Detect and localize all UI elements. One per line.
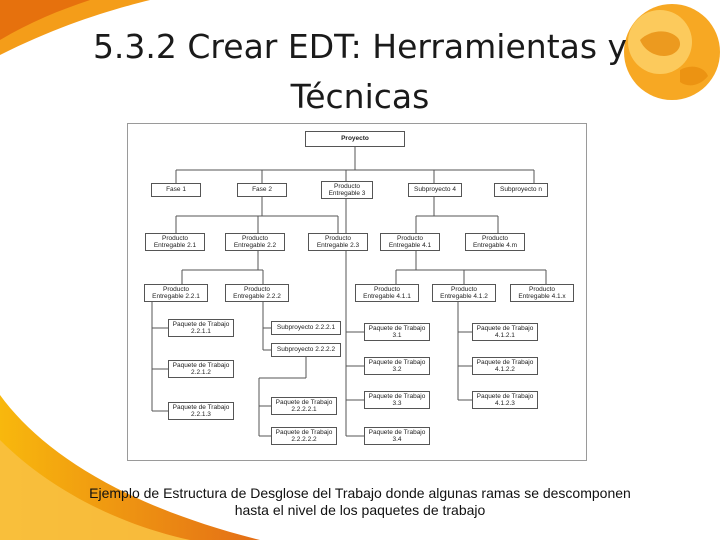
bottom-swoosh-inner (0, 440, 190, 540)
wbs-node-fase-2: Fase 2 (237, 183, 287, 197)
slide-title-line2: Técnicas (290, 77, 430, 116)
wbs-node-label: Entregable 4.1.x (518, 293, 566, 300)
globe-icon (624, 4, 720, 100)
wbs-node-label: Producto (481, 234, 509, 242)
wbs-node-label: Entregable 2.3 (316, 242, 360, 249)
wbs-connectors (151, 147, 547, 437)
wbs-node-producto-entregable-2-3: Producto Entregable 2.3 (308, 233, 368, 251)
wbs-node-label: Subproyecto 2.2.2.1 (276, 324, 336, 332)
wbs-node-paquete-4-1-2-3: Paquete de Trabajo 4.1.2.3 (472, 391, 538, 409)
wbs-node-label: 3.3 (392, 400, 402, 407)
wbs-node-label: Producto (396, 234, 424, 242)
wbs-node-label: 3.1 (392, 332, 402, 339)
wbs-node-producto-entregable-2-2: Producto Entregable 2.2 (225, 233, 285, 251)
wbs-node-label: Producto (243, 285, 271, 293)
wbs-node-label: Paquete de Trabajo (275, 398, 333, 406)
wbs-node-label: Paquete de Trabajo (476, 392, 534, 400)
wbs-node-label: Producto (333, 182, 361, 190)
wbs-node-label: Paquete de Trabajo (172, 361, 230, 369)
wbs-node-paquete-4-1-2-2: Paquete de Trabajo 4.1.2.2 (472, 357, 538, 375)
wbs-node-paquete-3-4: Paquete de Trabajo 3.4 (364, 427, 430, 445)
wbs-node-producto-entregable-2-2-1: Producto Entregable 2.2.1 (144, 284, 208, 302)
wbs-node-producto-entregable-2-2-2: Producto Entregable 2.2.2 (225, 284, 289, 302)
wbs-node-label: Producto (324, 234, 352, 242)
wbs-node-label: Entregable 2.2 (233, 242, 277, 249)
wbs-node-label: Entregable 4.1.1 (363, 293, 411, 300)
wbs-node-producto-entregable-3: Producto Entregable 3 (321, 181, 373, 199)
caption-line1: Ejemplo de Estructura de Desglose del Tr… (89, 485, 631, 501)
wbs-node-subproyecto-n: Subproyecto n (494, 183, 548, 197)
wbs-node-producto-entregable-4-1-1: Producto Entregable 4.1.1 (355, 284, 419, 302)
wbs-node-label: Subproyecto 2.2.2.2 (276, 346, 336, 354)
wbs-node-label: 4.1.2.1 (495, 332, 515, 339)
wbs-node-paquete-2-2-1-3: Paquete de Trabajo 2.2.1.3 (168, 402, 234, 420)
wbs-node-subproyecto-2-2-2-1: Subproyecto 2.2.2.1 (271, 321, 341, 335)
wbs-node-producto-entregable-4-1-x: Producto Entregable 4.1.x (510, 284, 574, 302)
wbs-node-label: Producto (528, 285, 556, 293)
wbs-node-label: 2.2.1.3 (191, 411, 211, 418)
wbs-node-label: 2.2.2.2.2 (291, 436, 317, 443)
wbs-node-paquete-2-2-2-2-1: Paquete de Trabajo 2.2.2.2.1 (271, 397, 337, 415)
caption-line2: hasta el nivel de los paquetes de trabaj… (234, 502, 486, 518)
wbs-node-subproyecto-2-2-2-2: Subproyecto 2.2.2.2 (271, 343, 341, 357)
wbs-node-label: Paquete de Trabajo (172, 320, 230, 328)
wbs-diagram: Proyecto Fase 1 Fase 2 Producto Entregab… (127, 123, 587, 461)
wbs-node-label: Producto (161, 234, 189, 242)
wbs-node-producto-entregable-2-1: Producto Entregable 2.1 (145, 233, 205, 251)
wbs-node-label: Paquete de Trabajo (476, 358, 534, 366)
wbs-node-proyecto: Proyecto (305, 131, 405, 147)
wbs-node-paquete-3-3: Paquete de Trabajo 3.3 (364, 391, 430, 409)
wbs-node-label: Paquete de Trabajo (476, 324, 534, 332)
wbs-node-producto-entregable-4-1: Producto Entregable 4.1 (380, 233, 440, 251)
wbs-node-label: Entregable 4.1 (388, 242, 432, 249)
wbs-node-label: Paquete de Trabajo (172, 403, 230, 411)
wbs-node-label: 4.1.2.2 (495, 366, 515, 373)
wbs-node-fase-1: Fase 1 (151, 183, 201, 197)
wbs-node-label: Producto (373, 285, 401, 293)
wbs-node-paquete-3-2: Paquete de Trabajo 3.2 (364, 357, 430, 375)
wbs-node-label: 3.2 (392, 366, 402, 373)
wbs-node-label: Producto (450, 285, 478, 293)
wbs-node-label: Subproyecto n (500, 186, 542, 194)
wbs-node-paquete-3-1: Paquete de Trabajo 3.1 (364, 323, 430, 341)
wbs-node-label: 4.1.2.3 (495, 400, 515, 407)
wbs-node-paquete-4-1-2-1: Paquete de Trabajo 4.1.2.1 (472, 323, 538, 341)
wbs-node-label: Entregable 2.2.2 (233, 293, 281, 300)
wbs-node-label: Producto (162, 285, 190, 293)
slide-title-line1: 5.3.2 Crear EDT: Herramientas y (92, 27, 628, 66)
top-swoosh-inner (0, 0, 90, 40)
wbs-node-label: Fase 1 (166, 186, 186, 194)
wbs-node-label: Paquete de Trabajo (275, 428, 333, 436)
wbs-node-label: Subproyecto 4 (414, 186, 456, 194)
wbs-node-label: Entregable 3 (328, 190, 366, 197)
wbs-node-producto-entregable-4-1-2: Producto Entregable 4.1.2 (432, 284, 496, 302)
diagram-caption: Ejemplo de Estructura de Desglose del Tr… (10, 485, 710, 519)
slide-title: 5.3.2 Crear EDT: Herramientas y Técnicas (60, 22, 660, 122)
wbs-node-label: Paquete de Trabajo (368, 392, 426, 400)
wbs-node-label: Entregable 4.m (472, 242, 518, 249)
wbs-node-label: 3.4 (392, 436, 402, 443)
wbs-node-paquete-2-2-2-2-2: Paquete de Trabajo 2.2.2.2.2 (271, 427, 337, 445)
wbs-node-label: Paquete de Trabajo (368, 358, 426, 366)
wbs-node-label: Fase 2 (252, 186, 272, 194)
wbs-node-paquete-2-2-1-2: Paquete de Trabajo 2.2.1.2 (168, 360, 234, 378)
wbs-node-producto-entregable-4-m: Producto Entregable 4.m (465, 233, 525, 251)
wbs-node-label: 2.2.1.1 (191, 328, 211, 335)
wbs-node-label: 2.2.1.2 (191, 369, 211, 376)
wbs-node-label: Entregable 2.1 (153, 242, 197, 249)
wbs-node-paquete-2-2-1-1: Paquete de Trabajo 2.2.1.1 (168, 319, 234, 337)
wbs-node-label: Proyecto (341, 135, 369, 143)
wbs-node-subproyecto-4: Subproyecto 4 (408, 183, 462, 197)
wbs-node-label: Entregable 2.2.1 (152, 293, 200, 300)
wbs-node-label: Paquete de Trabajo (368, 324, 426, 332)
wbs-node-label: Producto (241, 234, 269, 242)
wbs-node-label: Entregable 4.1.2 (440, 293, 488, 300)
wbs-node-label: 2.2.2.2.1 (291, 406, 317, 413)
wbs-node-label: Paquete de Trabajo (368, 428, 426, 436)
